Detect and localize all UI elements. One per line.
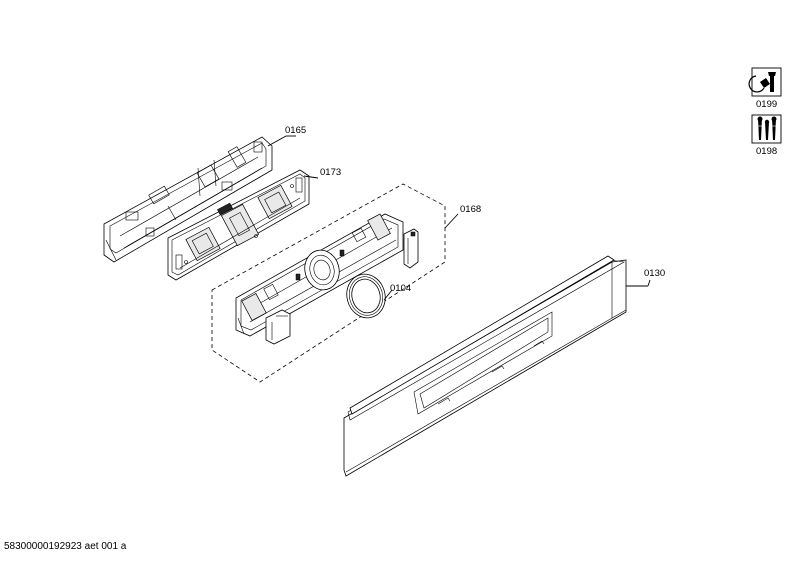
part-0165-frame[interactable] xyxy=(103,136,273,263)
side-icon-label-0198: 0198 xyxy=(756,146,777,157)
part-0173-circuit-board[interactable] xyxy=(167,169,310,281)
part-0168-control-housing[interactable] xyxy=(235,213,419,345)
callout-0168[interactable]: 0168 xyxy=(460,204,481,215)
part-0130-fascia-panel[interactable] xyxy=(343,255,627,477)
assembly-0168-dashed-outline xyxy=(211,183,446,383)
callout-0130[interactable]: 0130 xyxy=(644,268,665,279)
wrench-tool-icon[interactable] xyxy=(748,67,782,97)
callout-0165[interactable]: 0165 xyxy=(285,125,306,136)
callout-0104[interactable]: 0104 xyxy=(390,283,411,294)
side-icon-label-0199: 0199 xyxy=(756,99,777,110)
screws-kit-icon[interactable] xyxy=(751,114,782,144)
part-0104-ring[interactable] xyxy=(342,270,390,322)
leader-lines xyxy=(267,135,651,301)
callout-0173[interactable]: 0173 xyxy=(320,167,341,178)
drawing-reference-footer: 58300000192923 aet 001 a xyxy=(4,541,127,552)
